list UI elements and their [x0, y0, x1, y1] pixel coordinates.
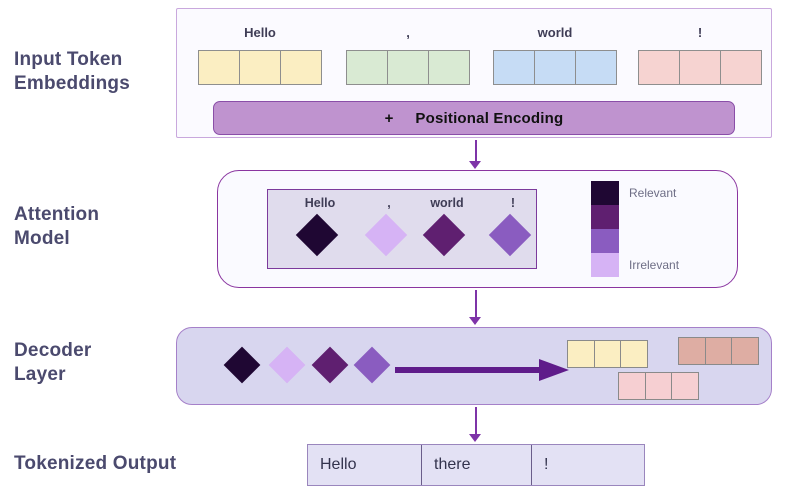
embedding-cell	[428, 50, 470, 85]
legend-swatch-2	[591, 205, 619, 229]
embedding-cell	[638, 50, 680, 85]
tokenized-output-table: Hello there !	[307, 444, 645, 486]
token-group-2: world	[493, 25, 617, 85]
connector-arrow-attention-to-decoder	[469, 290, 482, 326]
embedding-cell	[720, 50, 762, 85]
legend-label-relevant: Relevant	[629, 186, 677, 200]
embedding-cell	[387, 50, 429, 85]
row-label-tokenized-output: Tokenized Output	[14, 453, 177, 474]
embedding-cell	[280, 50, 322, 85]
decoder-output-cell	[678, 337, 706, 365]
token-cells-2	[493, 50, 617, 85]
decoder-output-block-0	[567, 340, 649, 368]
decoder-diamond-0	[223, 346, 261, 384]
row-label-decoder-layer: Decoder Layer	[14, 340, 92, 385]
embedding-cell	[198, 50, 240, 85]
plus-sign: +	[384, 109, 394, 127]
decoder-output-block-2	[618, 372, 700, 400]
decoder-output-cell	[567, 340, 595, 368]
decoder-output-cell	[620, 340, 649, 368]
row-label-attention-model: Attention Model	[14, 204, 100, 249]
decoder-output-cell	[618, 372, 646, 400]
token-label-2: world	[537, 25, 573, 40]
attention-inner-box: Hello , world !	[267, 189, 537, 269]
decoder-output-block-1	[678, 337, 760, 365]
attention-model-panel: Hello , world !	[217, 170, 738, 288]
embedding-cell	[534, 50, 576, 85]
embedding-cell	[575, 50, 617, 85]
attention-token-label-3: !	[510, 196, 516, 210]
positional-encoding-label: Positional Encoding	[415, 109, 564, 127]
decoder-layer-panel	[176, 327, 772, 405]
attention-legend: Relevant Irrelevant	[591, 181, 679, 277]
decoder-diamond-1	[268, 346, 306, 384]
token-group-3: !	[638, 25, 762, 85]
legend-swatch-relevant	[591, 181, 619, 205]
attention-token-0: Hello	[284, 196, 356, 264]
attention-token-3: !	[477, 196, 549, 264]
embedding-cell	[493, 50, 535, 85]
attention-diamond-2	[422, 213, 466, 257]
attention-token-label-1: ,	[387, 196, 391, 210]
token-label-3: !	[697, 25, 703, 40]
legend-label-irrelevant: Irrelevant	[629, 258, 680, 272]
decoder-output-cell	[593, 340, 622, 368]
output-cell-0: Hello	[320, 456, 357, 473]
attention-token-label-0: Hello	[304, 196, 336, 210]
attention-token-1: ,	[353, 196, 425, 264]
attention-diamond-1	[364, 213, 408, 257]
output-cell-1: there	[421, 445, 531, 485]
token-cells-0	[198, 50, 322, 85]
positional-encoding-bar: + Positional Encoding	[213, 101, 735, 135]
attention-diamond-3	[488, 213, 532, 257]
decoder-output-cell	[644, 372, 673, 400]
token-group-0: Hello	[198, 25, 322, 85]
token-cells-3	[638, 50, 762, 85]
decoder-flow-arrow	[395, 359, 570, 381]
embedding-cell	[346, 50, 388, 85]
token-label-0: Hello	[244, 25, 276, 40]
decoder-output-cell	[731, 337, 760, 365]
token-group-1: ,	[346, 25, 470, 85]
connector-arrow-decoder-to-output	[469, 407, 482, 443]
token-cells-1	[346, 50, 470, 85]
attention-token-2: world	[411, 196, 483, 264]
decoder-output-cell	[704, 337, 733, 365]
output-cell-2: !	[531, 445, 644, 485]
legend-swatch-3	[591, 229, 619, 253]
attention-token-label-2: world	[430, 196, 464, 210]
embedding-cell	[239, 50, 281, 85]
decoder-diamond-2	[311, 346, 349, 384]
token-label-1: ,	[406, 25, 410, 40]
decoder-output-cell	[671, 372, 700, 400]
embedding-cell	[679, 50, 721, 85]
row-label-input-token-embeddings: Input Token Embeddings	[14, 49, 131, 94]
attention-diamond-0	[295, 213, 339, 257]
connector-arrow-input-to-attention	[469, 140, 482, 169]
legend-swatch-irrelevant	[591, 253, 619, 277]
decoder-diamond-3	[353, 346, 391, 384]
